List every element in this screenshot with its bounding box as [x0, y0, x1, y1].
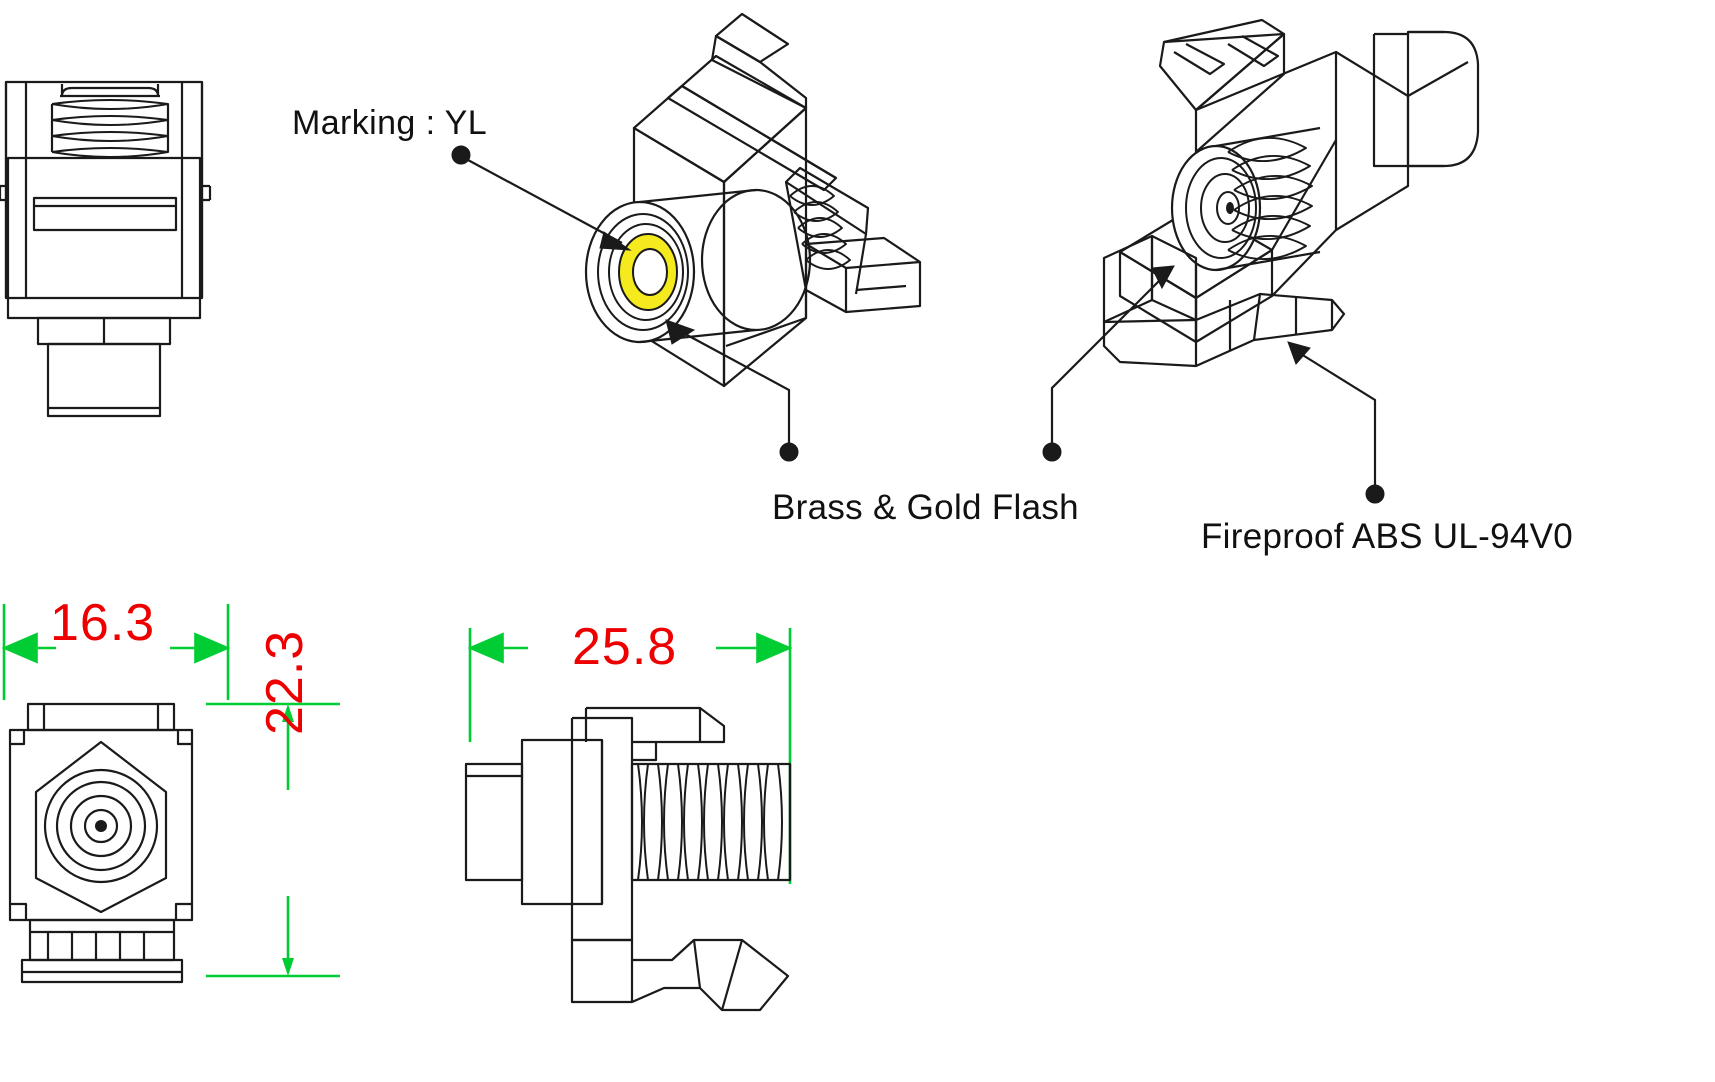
annotation-marking: Marking : YL [292, 104, 488, 142]
leader-fireproof-a [1042, 265, 1175, 462]
leader-brass [665, 319, 799, 462]
dimension-16-3 [1, 604, 231, 700]
dimension-22-3 [206, 702, 340, 978]
leader-fireproof-b [1287, 341, 1385, 504]
annotation-brass-gold-flash: Brass & Gold Flash [772, 488, 1079, 527]
coax-barrel [584, 188, 812, 344]
annotation-fireproof-abs: Fireproof ABS UL-94V0 [1201, 517, 1574, 556]
dimension-label-height: 22.3 [256, 629, 314, 735]
view-front-ortho [8, 702, 194, 984]
view-rear-isometric [1102, 18, 1480, 368]
dimension-label-width: 16.3 [50, 594, 156, 652]
view-rear-elevation [0, 80, 212, 418]
thread-profile-side [637, 763, 783, 881]
view-front-isometric [584, 12, 922, 388]
leader-marking [451, 145, 632, 251]
thread-barrel-rear [1170, 126, 1321, 272]
rib-lines [789, 185, 851, 270]
dimension-label-depth: 25.8 [572, 618, 678, 676]
view-side-ortho [464, 706, 792, 1012]
thread-helix-top [51, 99, 169, 158]
